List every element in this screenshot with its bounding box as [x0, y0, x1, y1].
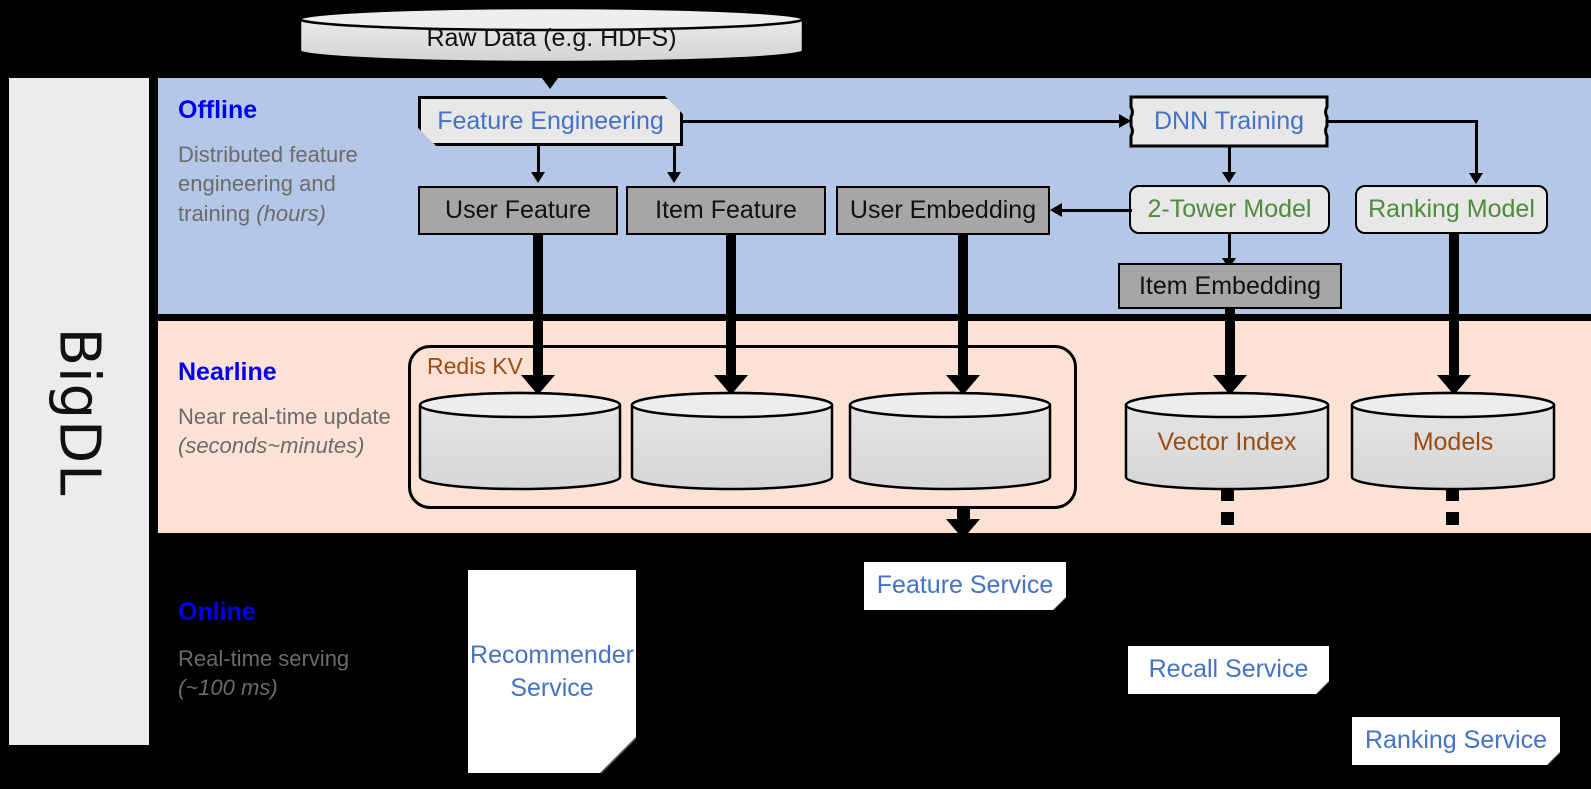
connector-dnn-ranking-v [1475, 120, 1478, 175]
feature-service-node[interactable]: Feature Service [864, 562, 1066, 610]
recommender-service-node[interactable]: Recommender Service [468, 570, 636, 773]
stub-rankingservice-a [1446, 488, 1459, 501]
redis-store-user-feature [418, 391, 622, 491]
band-nearline-title: Nearline [178, 358, 277, 386]
arrowhead-dnn-ranking [1469, 173, 1483, 184]
pipe-rankingmodel-models [1449, 234, 1459, 380]
recall-service-node[interactable]: Recall Service [1128, 646, 1329, 694]
stub-recallservice-b [1221, 512, 1234, 525]
recall-service-label: Recall Service [1148, 655, 1309, 684]
redis-store-item-feature [630, 391, 834, 491]
feature-service-label: Feature Service [876, 571, 1054, 600]
band-nearline-subtitle-text: Near real-time update [178, 404, 391, 429]
item-embedding-node[interactable]: Item Embedding [1118, 263, 1342, 309]
raw-data-store: Raw Data (e.g. HDFS) [297, 6, 806, 64]
connector-fe-itemfeature [673, 146, 676, 174]
user-embedding-node[interactable]: User Embedding [836, 186, 1050, 235]
band-online-subtitle-text: Real-time serving [178, 646, 350, 671]
arrowhead-itemembedding-vectorindex [1213, 375, 1247, 395]
item-feature-node[interactable]: Item Feature [626, 186, 826, 235]
ranking-service-label: Ranking Service [1364, 726, 1548, 755]
feature-engineering-node[interactable]: Feature Engineering [418, 96, 683, 146]
user-embedding-label: User Embedding [849, 196, 1037, 225]
connector-fe-dnn [683, 120, 1119, 123]
pipe-userfeature-store [533, 234, 543, 380]
dnn-training-label: DNN Training [1153, 107, 1305, 136]
connector-rawdata-fe [549, 62, 552, 78]
connector-twotower-userembedding [1062, 209, 1132, 212]
dnn-training-node[interactable]: DNN Training [1129, 95, 1329, 148]
vector-index-store: Vector Index [1124, 391, 1330, 491]
pipe-itemfeature-store [726, 234, 736, 380]
arrowhead-dnn-twotower [1222, 172, 1236, 183]
band-online-subtitle-italic: (~100 ms) [178, 675, 278, 701]
redis-store-user-embedding [848, 391, 1052, 491]
raw-data-label: Raw Data (e.g. HDFS) [426, 23, 677, 52]
arrowhead-fe-dnn [1119, 114, 1131, 128]
stub-rankingservice-b [1446, 512, 1459, 525]
arrowhead-fe-userfeature [531, 172, 545, 183]
user-feature-label: User Feature [445, 196, 591, 225]
arrowhead-twotower-userembedding [1050, 203, 1062, 217]
band-offline-subtitle-text: Distributed feature engineering and trai… [178, 142, 358, 226]
arrowhead-featureservice [946, 519, 980, 539]
arrowhead-itemfeature-store [714, 375, 748, 395]
stub-recallservice-a [1221, 488, 1234, 501]
arrowhead-userfeature-store [521, 375, 555, 395]
ranking-service-node[interactable]: Ranking Service [1352, 717, 1560, 765]
two-tower-model-label: 2-Tower Model [1147, 195, 1312, 224]
connector-dnn-twotower [1228, 146, 1231, 174]
item-embedding-label: Item Embedding [1138, 271, 1322, 300]
redis-kv-label: Redis KV [427, 353, 523, 379]
arrowhead-userembedding-store [946, 375, 980, 395]
band-offline-subtitle-italic: (hours) [256, 200, 326, 226]
pipe-itemembedding-vectorindex [1225, 308, 1235, 380]
models-label: Models [1412, 427, 1494, 456]
feature-engineering-label: Feature Engineering [437, 106, 664, 135]
ranking-model-node[interactable]: Ranking Model [1355, 185, 1548, 234]
band-nearline-subtitle: Near real-time update (seconds~minutes) [178, 402, 408, 461]
arrowhead-rankingmodel-models [1437, 375, 1471, 395]
framework-name: BigDL [46, 327, 112, 496]
band-nearline-subtitle-italic: (seconds~minutes) [178, 433, 365, 459]
band-online-title: Online [178, 598, 256, 626]
models-store: Models [1350, 391, 1556, 491]
connector-twotower-itemembedding [1228, 234, 1231, 260]
band-offline-subtitle: Distributed feature engineering and trai… [178, 140, 388, 228]
framework-rail: BigDL [9, 78, 149, 745]
two-tower-model-node[interactable]: 2-Tower Model [1129, 185, 1330, 234]
pipe-userembedding-store [958, 234, 968, 380]
item-feature-label: Item Feature [655, 196, 797, 225]
stub-featureservice [957, 506, 970, 519]
band-offline-title: Offline [178, 96, 258, 124]
band-online-subtitle: Real-time serving (~100 ms) [178, 644, 378, 703]
ranking-model-label: Ranking Model [1368, 195, 1535, 224]
arrowhead-fe-itemfeature [667, 172, 681, 183]
redis-kv-container [408, 345, 1077, 509]
connector-dnn-ranking-h [1327, 120, 1477, 123]
recommender-service-label: Recommender Service [470, 641, 634, 702]
connector-fe-userfeature [537, 146, 540, 174]
user-feature-node[interactable]: User Feature [418, 186, 618, 235]
arrowhead-rawdata-fe [539, 74, 561, 89]
vector-index-label: Vector Index [1157, 427, 1297, 456]
